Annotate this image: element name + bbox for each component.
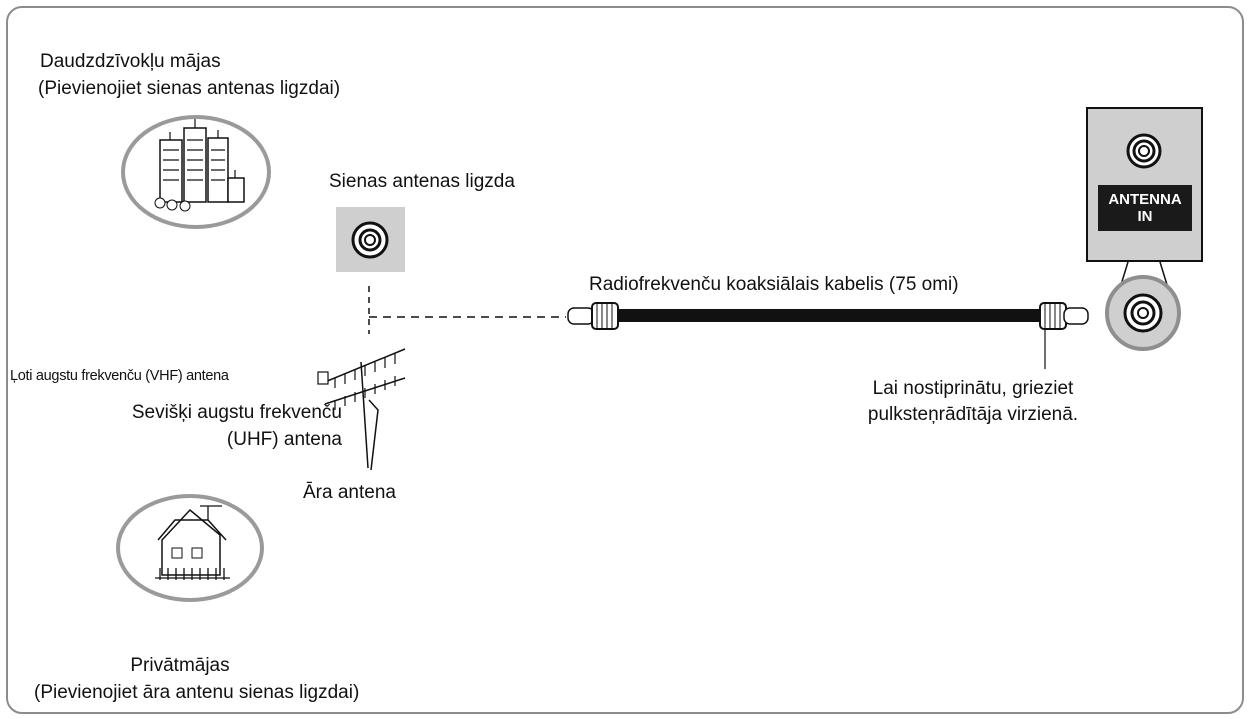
diagram-frame bbox=[6, 6, 1244, 714]
houses-note: (Pievienojiet āra antenu sienas ligzdai) bbox=[34, 682, 360, 703]
house-icon bbox=[116, 494, 264, 602]
uhf-antenna-label-line2: (UHF) antena bbox=[226, 429, 342, 450]
apartments-note: (Pievienojiet sienas antenas ligzdai) bbox=[38, 78, 341, 99]
vhf-antenna-label: Ļoti augstu frekvenču (VHF) antena bbox=[10, 368, 229, 384]
antenna-in-port-label: ANTENNA IN bbox=[1098, 185, 1192, 231]
tighten-instruction-line1: Lai nostiprinātu, grieziet bbox=[872, 378, 1074, 399]
outdoor-antenna-label: Āra antena bbox=[303, 482, 396, 503]
coaxial-cable-icon bbox=[567, 302, 1089, 369]
antenna-in-line2: IN bbox=[1137, 208, 1153, 225]
wall-antenna-jack-icon bbox=[336, 207, 405, 272]
uhf-antenna-label-line1: Sevišķi augstu frekvenču bbox=[131, 402, 342, 423]
cable-label: Radiofrekvenču koaksiālais kabelis (75 o… bbox=[589, 274, 959, 295]
houses-title: Privātmājas bbox=[130, 655, 230, 676]
antenna-in-line1: ANTENNA bbox=[1108, 191, 1182, 208]
rooftop-antenna-icon bbox=[317, 348, 406, 471]
tighten-instruction-line2: pulksteņrādītāja virzienā. bbox=[867, 404, 1079, 425]
apartment-building-icon bbox=[121, 115, 271, 229]
tv-back-panel-icon bbox=[1086, 107, 1203, 351]
apartments-title: Daudzdzīvokļu mājas bbox=[40, 51, 221, 72]
wall-socket-label: Sienas antenas ligzda bbox=[329, 171, 515, 192]
